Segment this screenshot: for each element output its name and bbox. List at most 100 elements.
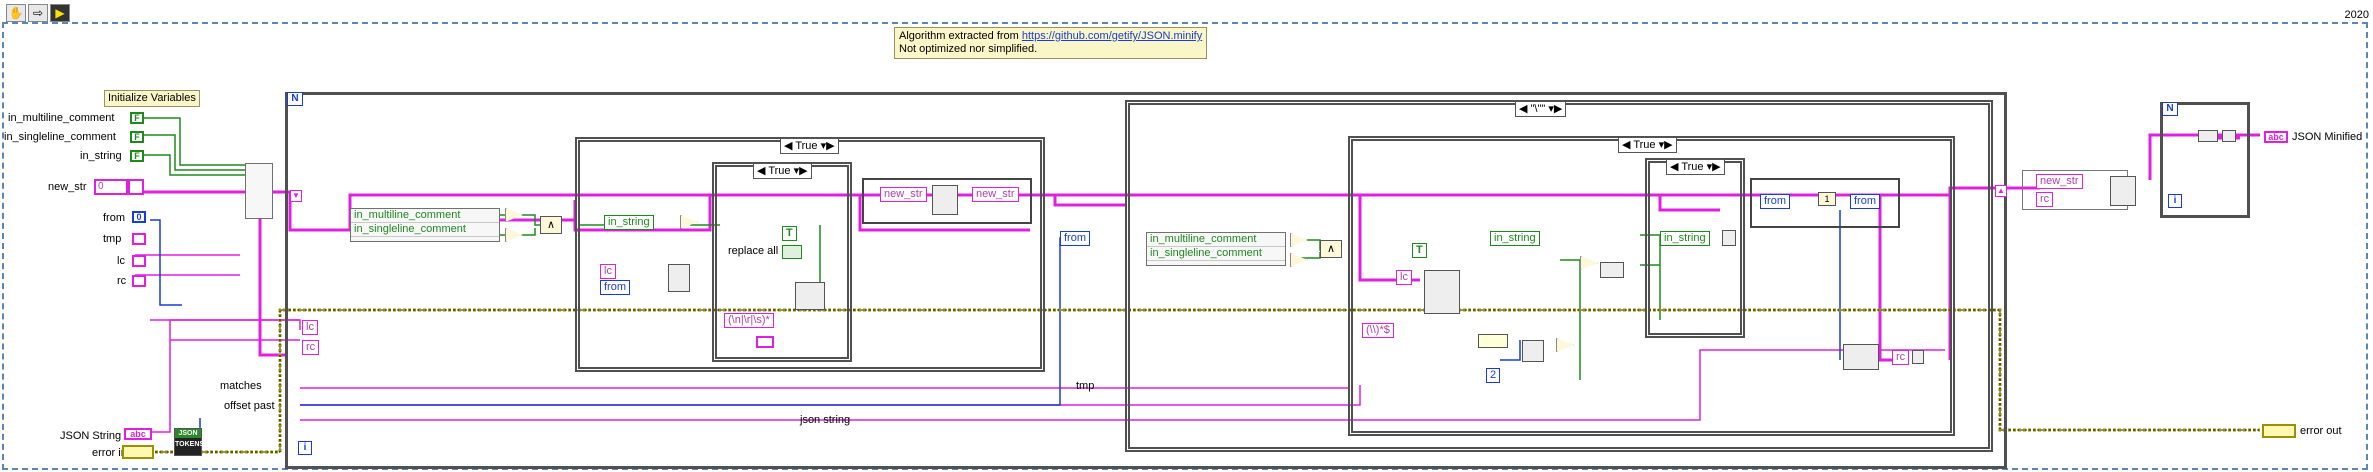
shift-register-left[interactable]: ▼: [290, 190, 302, 202]
increment-node[interactable]: 1: [1818, 192, 1836, 206]
case-selector-2-inner[interactable]: ◀ True ▾▶: [1618, 137, 1677, 153]
case-selector-1-inner[interactable]: ◀ True ▾▶: [753, 163, 812, 179]
hand-icon[interactable]: ✋: [6, 4, 26, 22]
build-array-node[interactable]: [932, 185, 958, 215]
string-subset-node[interactable]: [668, 264, 690, 292]
feedback-node[interactable]: [1722, 230, 1736, 246]
lc-control[interactable]: [132, 255, 146, 267]
lc-shift-register-label: lc: [302, 320, 318, 335]
tokens-subvi[interactable]: JSON TOKENS: [174, 428, 204, 456]
replace-all-constant[interactable]: [782, 245, 802, 259]
and-gate-2[interactable]: ∧: [1320, 240, 1342, 258]
true-constant-2[interactable]: T: [1412, 243, 1427, 258]
in-singleline-comment-label: in_singleline_comment: [4, 131, 116, 143]
arrow-icon[interactable]: ⇨: [28, 4, 48, 22]
lc-local-1[interactable]: lc: [600, 264, 616, 279]
unbundle-comments-1[interactable]: in_multiline_comment in_singleline_comme…: [350, 208, 500, 242]
string-length-node[interactable]: [1478, 334, 1508, 348]
in-string-local-1[interactable]: in_string: [604, 215, 654, 230]
tmp-label: tmp: [103, 233, 122, 245]
shift-register-right[interactable]: ▲: [1995, 185, 2007, 197]
new-str-array[interactable]: 0: [94, 179, 128, 195]
rc-control[interactable]: [132, 275, 146, 287]
build-array-post[interactable]: [2110, 176, 2136, 206]
in-singleline-comment-control[interactable]: F: [130, 131, 144, 143]
json-string-wire-label: json string: [800, 414, 851, 426]
rc-post[interactable]: rc: [2036, 192, 2054, 207]
empty-string-constant-1[interactable]: [756, 336, 774, 348]
sequence-frame-1: [862, 178, 1032, 224]
loop-count-terminal[interactable]: N: [287, 92, 303, 106]
unbundle-comments-2[interactable]: in_multiline_comment in_singleline_comme…: [1146, 232, 1286, 266]
version-label: 2020: [2344, 9, 2369, 21]
json-minified-label: JSON Minified: [2292, 131, 2363, 143]
in-string-local-3[interactable]: in_string: [1660, 231, 1710, 246]
in-string-local-2[interactable]: in_string: [1490, 231, 1540, 246]
quotient-remainder-node[interactable]: [1522, 340, 1544, 362]
case-structure-2-deep[interactable]: ◀ True ▾▶: [1645, 158, 1745, 338]
select-node[interactable]: [1600, 262, 1624, 278]
error-in-label: error in: [92, 447, 127, 459]
in-string-label: in_string: [80, 150, 122, 162]
case-structure-2[interactable]: ◀ "\"" ▾▶: [1125, 100, 1993, 452]
new-str-label: new_str: [48, 181, 87, 193]
regex-constant-2[interactable]: (\\)*$: [1362, 323, 1394, 338]
rc-label: rc: [117, 275, 127, 287]
concatenate-node[interactable]: [1843, 344, 1879, 370]
error-out-indicator: [2262, 424, 2296, 438]
new-str-local-right[interactable]: new_str: [972, 187, 1019, 202]
json-string-control[interactable]: abc: [124, 428, 152, 440]
from-local-3[interactable]: from: [1760, 194, 1790, 209]
error-in-control[interactable]: [122, 445, 154, 459]
main-for-loop[interactable]: [285, 92, 2007, 469]
tunnel-node[interactable]: [1912, 350, 1924, 364]
source-link[interactable]: https://github.com/getify/JSON.minify: [1021, 30, 1203, 42]
tmp-control[interactable]: [132, 233, 146, 245]
error-out-label: error out: [2300, 425, 2342, 437]
in-string-control[interactable]: F: [130, 150, 144, 162]
case-structure-1[interactable]: ◀ True ▾▶: [575, 137, 1045, 372]
rc-local[interactable]: rc: [1892, 350, 1910, 365]
true-constant-1[interactable]: T: [782, 226, 797, 241]
new-str-local-left[interactable]: new_str: [880, 187, 927, 202]
loop-count-terminal-2[interactable]: N: [2162, 102, 2178, 116]
case-selector-2-deep[interactable]: ◀ True ▾▶: [1666, 159, 1725, 175]
json-string-label: JSON String: [60, 430, 122, 442]
loop-iteration-terminal[interactable]: i: [298, 441, 312, 455]
const-two[interactable]: 2: [1486, 368, 1501, 383]
diagram-frame: [2, 22, 2368, 470]
from-local-1[interactable]: from: [600, 280, 630, 295]
from-label: from: [103, 212, 125, 224]
json-minified-indicator: abc: [2264, 131, 2288, 143]
new-str-element[interactable]: [128, 179, 144, 195]
lc-local-2[interactable]: lc: [1396, 270, 1412, 285]
search-replace-node[interactable]: [795, 282, 825, 310]
new-str-post[interactable]: new_str: [2036, 174, 2083, 189]
comment-note: Algorithm extracted from https://github.…: [894, 27, 1208, 59]
tunnel-post[interactable]: [2222, 130, 2236, 142]
from-local-2[interactable]: from: [1060, 231, 1090, 246]
lc-label: lc: [117, 255, 125, 267]
in-multiline-comment-label: in_multiline_comment: [8, 112, 115, 124]
from-control[interactable]: 0: [132, 211, 146, 223]
case-structure-2-inner[interactable]: ◀ True ▾▶: [1348, 136, 1955, 436]
bundle-node[interactable]: [245, 163, 273, 219]
case-selector-1[interactable]: ◀ True ▾▶: [780, 138, 839, 154]
case-structure-1-inner[interactable]: ◀ True ▾▶: [712, 162, 852, 362]
from-local-4[interactable]: from: [1850, 194, 1880, 209]
match-pattern-node[interactable]: [1424, 270, 1460, 314]
rc-shift-register-label: rc: [302, 340, 320, 355]
tmp-wire-label: tmp: [1076, 380, 1095, 392]
offset-past-label: offset past: [224, 400, 275, 412]
regex-constant-1[interactable]: (\n|\r|\s)*: [724, 313, 774, 328]
and-gate-1[interactable]: ∧: [540, 216, 562, 234]
sequence-frame-2: [1750, 178, 1900, 228]
concat-string-node[interactable]: [2198, 130, 2218, 142]
secondary-for-loop[interactable]: [2160, 102, 2250, 218]
replace-all-label: replace all: [728, 245, 779, 257]
matches-label: matches: [220, 380, 262, 392]
in-multiline-comment-control[interactable]: F: [130, 112, 144, 124]
run-icon[interactable]: ▶: [50, 4, 70, 22]
loop-iteration-terminal-2[interactable]: i: [2168, 194, 2182, 208]
case-selector-2[interactable]: ◀ "\"" ▾▶: [1515, 101, 1567, 117]
